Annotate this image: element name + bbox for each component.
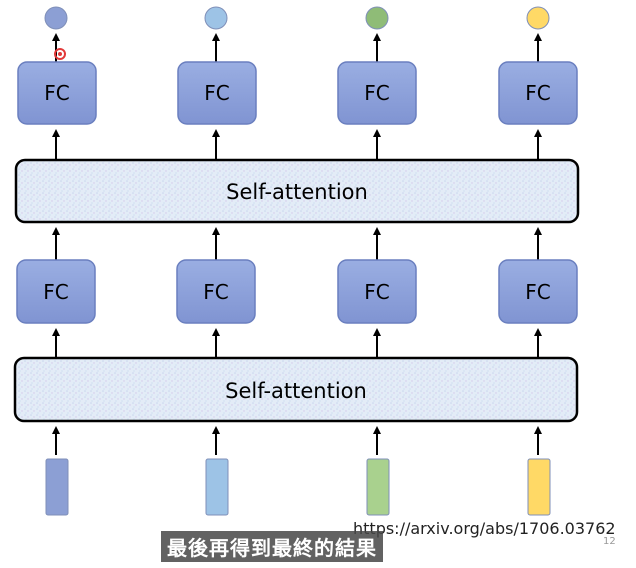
self-attention-label: Self-attention xyxy=(226,180,368,204)
fc-row-bottom: FC FC FC FC xyxy=(16,259,578,324)
input-vector-2 xyxy=(205,458,229,516)
arrows-attention-to-fc-top xyxy=(52,129,542,160)
fc-block: FC xyxy=(498,259,578,324)
output-circle-2 xyxy=(204,6,228,30)
pointer-cursor-icon xyxy=(54,48,66,60)
fc-block: FC xyxy=(17,61,97,125)
subtitle-caption: 最後再得到最終的結果 xyxy=(161,531,383,562)
fc-label: FC xyxy=(525,280,550,304)
fc-row-top: FC FC FC FC xyxy=(17,61,578,125)
self-attention-block-bottom: Self-attention xyxy=(13,356,579,423)
fc-block: FC xyxy=(176,259,256,324)
input-vector-1 xyxy=(45,458,69,516)
output-circle-4 xyxy=(526,6,550,30)
fc-label: FC xyxy=(364,280,389,304)
self-attention-block-top: Self-attention xyxy=(14,158,580,224)
fc-label: FC xyxy=(204,81,229,105)
fc-block: FC xyxy=(337,61,417,125)
output-circle-3 xyxy=(365,6,389,30)
fc-label: FC xyxy=(203,280,228,304)
self-attention-label: Self-attention xyxy=(225,379,367,403)
arrows-attention-to-fc-bottom xyxy=(52,328,542,358)
fc-block: FC xyxy=(337,259,417,324)
fc-block: FC xyxy=(16,259,96,324)
input-vector-3 xyxy=(366,458,390,516)
arrows-input-to-attention xyxy=(52,426,542,455)
page-number: 12 xyxy=(603,536,616,547)
fc-block: FC xyxy=(498,61,578,125)
input-vector-4 xyxy=(527,458,551,516)
fc-label: FC xyxy=(44,81,69,105)
fc-label: FC xyxy=(364,81,389,105)
input-row xyxy=(45,458,551,516)
fc-label: FC xyxy=(43,280,68,304)
arrows-fc-to-attention-top xyxy=(52,227,542,260)
source-url: https://arxiv.org/abs/1706.03762 xyxy=(353,519,616,538)
output-row xyxy=(44,6,550,30)
fc-label: FC xyxy=(525,81,550,105)
arrows-to-output xyxy=(52,33,542,62)
fc-block: FC xyxy=(177,61,257,125)
output-circle-1 xyxy=(44,6,68,30)
